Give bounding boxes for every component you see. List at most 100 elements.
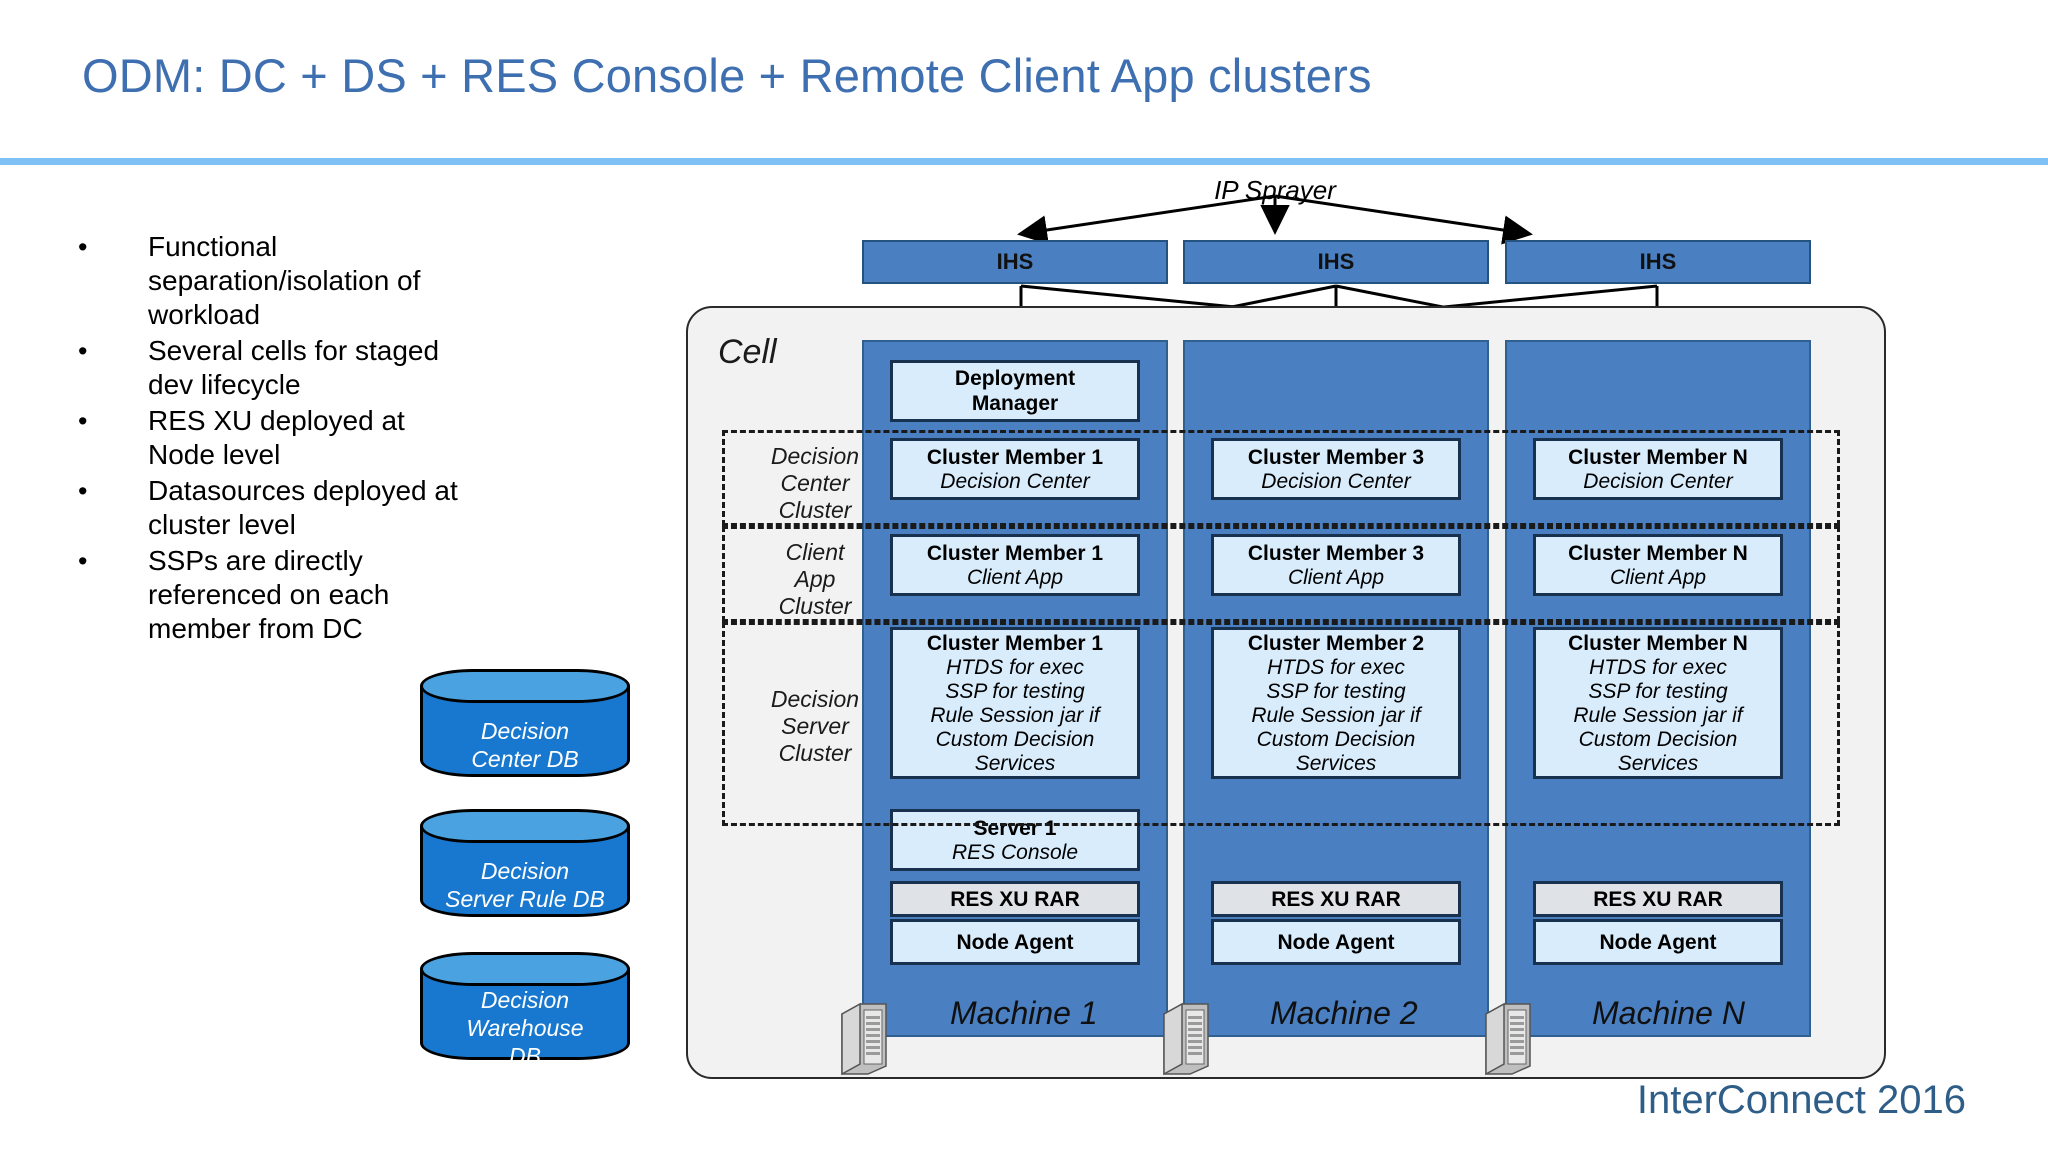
node-line: Custom Decision [1256,727,1416,751]
node-subtitle: Decision Center [940,469,1090,493]
decision-center-member-node[interactable]: Cluster Member 1 Decision Center [890,438,1140,500]
node-line: Services [1295,751,1377,775]
decision-server-cluster-label: Decision Server Cluster [770,686,860,766]
decision-center-member-node[interactable]: Cluster Member N Decision Center [1533,438,1783,500]
database-cylinder-decision-server-rule: Decision Server Rule DB [420,809,630,917]
node-title: Cluster Member 1 [926,541,1104,565]
cylinder-top [420,669,630,703]
node-agent-node[interactable]: Node Agent [890,919,1140,965]
client-app-member-node[interactable]: Cluster Member N Client App [1533,534,1783,596]
bullet-marker-icon: • [78,232,88,262]
machine-column-n: Cluster Member N Decision Center Cluster… [1505,340,1811,1037]
machine-column-1: Deployment Manager Cluster Member 1 Deci… [862,340,1168,1037]
bullet-marker-icon: • [78,406,88,436]
node-line: HTDS for exec [1267,655,1405,679]
ihs-box-2[interactable]: IHS [1183,240,1489,284]
ihs-label: IHS [996,249,1034,274]
node-title: Cluster Member 2 [1247,631,1425,655]
node-line: Custom Decision [1578,727,1738,751]
node-line: SSP for testing [1266,679,1406,703]
node-title: Node Agent [1599,930,1717,954]
footer-brand: InterConnect 2016 [1636,1078,1966,1122]
node-line: SSP for testing [1588,679,1728,703]
node-title: Cluster Member 3 [1247,541,1425,565]
server-tower-icon [1485,1002,1531,1076]
server-tower-icon [841,1002,887,1076]
node-title: Server 1 [973,816,1057,840]
node-title: Cluster Member N [1568,445,1748,469]
node-title: Node Agent [956,930,1074,954]
list-item: • Datasources deployed at cluster level [78,474,478,542]
list-item: • RES XU deployed at Node level [78,404,478,472]
machine-column-2: Cluster Member 3 Decision Center Cluster… [1183,340,1489,1037]
decision-center-cluster-label: Decision Center Cluster [770,443,860,523]
res-console-server-node[interactable]: Server 1 RES Console [890,809,1140,871]
cell-label: Cell [718,333,777,371]
node-agent-node[interactable]: Node Agent [1211,919,1461,965]
ihs-box-1[interactable]: IHS [862,240,1168,284]
node-title-2: Manager [971,392,1059,415]
client-app-member-node[interactable]: Cluster Member 3 Client App [1211,534,1461,596]
res-xu-rar-node[interactable]: RES XU RAR [890,881,1140,917]
list-item: • Several cells for staged dev lifecycle [78,334,478,402]
node-line: Services [974,751,1056,775]
ihs-label: IHS [1639,249,1677,274]
node-title: Cluster Member N [1568,631,1748,655]
res-xu-rar-node[interactable]: RES XU RAR [1533,881,1783,917]
decision-server-member-node[interactable]: Cluster Member 2 HTDS for exec SSP for t… [1211,627,1461,779]
bullet-marker-icon: • [78,336,88,366]
node-title: Deployment [954,367,1076,390]
bullet-text: Functional separation/isolation of workl… [148,231,421,330]
node-line: SSP for testing [945,679,1085,703]
node-subtitle: Decision Center [1583,469,1733,493]
database-cylinder-decision-warehouse: Decision Warehouse DB [420,952,630,1069]
bullet-text: RES XU deployed at Node level [148,405,405,470]
cylinder-top [420,809,630,843]
cylinder-top [420,952,630,986]
bullet-marker-icon: • [78,476,88,506]
machine-label-2: Machine 2 [1270,995,1418,1031]
page-title: ODM: DC + DS + RES Console + Remote Clie… [82,49,1372,102]
decision-server-member-node[interactable]: Cluster Member 1 HTDS for exec SSP for t… [890,627,1140,779]
client-app-cluster-label: Client App Cluster [778,539,852,619]
node-title: Cluster Member N [1568,541,1748,565]
bullet-text: Datasources deployed at cluster level [148,475,458,540]
bullet-marker-icon: • [78,546,88,576]
node-title: RES XU RAR [1593,887,1723,911]
decision-server-member-node[interactable]: Cluster Member N HTDS for exec SSP for t… [1533,627,1783,779]
res-xu-rar-node[interactable]: RES XU RAR [1211,881,1461,917]
node-title: Node Agent [1277,930,1395,954]
ip-sprayer-label: IP Sprayer [1214,175,1336,205]
node-line: Custom Decision [935,727,1095,751]
node-subtitle: Decision Center [1261,469,1411,493]
node-subtitle: Client App [1287,565,1385,589]
ihs-label: IHS [1317,249,1355,274]
node-subtitle: Client App [966,565,1064,589]
bullet-text: Several cells for staged dev lifecycle [148,335,440,400]
server-tower-icon [1163,1002,1209,1076]
node-subtitle: RES Console [951,840,1079,864]
ihs-box-3[interactable]: IHS [1505,240,1811,284]
node-line: HTDS for exec [946,655,1084,679]
title-divider [0,158,2048,165]
deployment-manager-node[interactable]: Deployment Manager [890,360,1140,422]
client-app-member-node[interactable]: Cluster Member 1 Client App [890,534,1140,596]
machine-label-n: Machine N [1592,995,1745,1031]
node-line: Rule Session jar if [930,703,1100,727]
node-agent-node[interactable]: Node Agent [1533,919,1783,965]
node-title: RES XU RAR [950,887,1080,911]
node-title: RES XU RAR [1271,887,1401,911]
list-item: • Functional separation/isolation of wor… [78,230,478,332]
node-line: HTDS for exec [1589,655,1727,679]
decision-center-member-node[interactable]: Cluster Member 3 Decision Center [1211,438,1461,500]
machine-label-1: Machine 1 [950,995,1098,1031]
node-line: Services [1617,751,1699,775]
bullet-text: SSPs are directly referenced on each mem… [148,545,390,644]
node-title: Cluster Member 1 [926,445,1104,469]
node-subtitle: Client App [1609,565,1707,589]
node-title: Cluster Member 1 [926,631,1104,655]
node-line: Rule Session jar if [1251,703,1421,727]
database-cylinder-decision-center: Decision Center DB [420,669,630,777]
bullet-list: • Functional separation/isolation of wor… [78,230,478,648]
